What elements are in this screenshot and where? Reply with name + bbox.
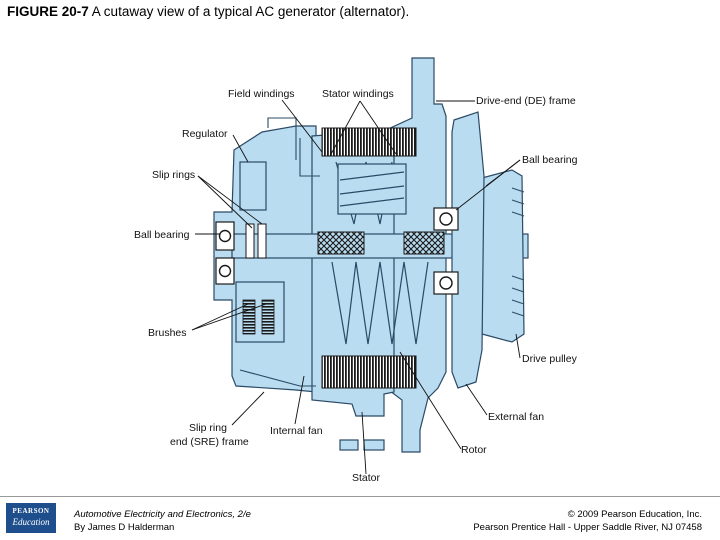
brush-spring-right	[261, 299, 275, 335]
copyright-text: © 2009 Pearson Education, Inc.	[567, 509, 702, 520]
label-rotor: Rotor	[461, 444, 487, 456]
label-external-fan: External fan	[488, 411, 544, 423]
label-drive-end-frame: Drive-end (DE) frame	[476, 95, 576, 107]
alternator-cutaway-diagram: Field windings Stator windings Drive-end…	[134, 57, 578, 484]
regulator-shape	[239, 161, 267, 211]
label-stator: Stator	[352, 472, 381, 484]
label-ball-bearing-left: Ball bearing	[134, 229, 190, 241]
label-regulator: Regulator	[182, 128, 228, 140]
publisher-text: Pearson Prentice Hall - Upper Saddle Riv…	[473, 522, 702, 533]
figure-caption: A cutaway view of a typical AC generator…	[91, 4, 410, 19]
label-ball-bearing-right: Ball bearing	[522, 154, 578, 166]
book-author: By James D Halderman	[74, 522, 175, 533]
label-internal-fan: Internal fan	[270, 425, 323, 437]
ball-bearing-sre	[215, 221, 235, 285]
stator-windings-lower	[321, 355, 417, 389]
ball-bearing-drive-end	[433, 207, 459, 295]
label-brushes: Brushes	[148, 327, 187, 339]
book-title: Automotive Electricity and Electronics, …	[74, 509, 251, 520]
external-fan-shape	[451, 111, 485, 389]
stator-windings-upper	[321, 127, 417, 157]
leader-lines	[191, 99, 521, 475]
logo-line2: Education	[12, 517, 50, 527]
label-slip-ring-frame-2: end (SRE) frame	[170, 436, 249, 448]
label-slip-ring-frame-1: Slip ring	[189, 422, 227, 434]
figure-title: FIGURE 20-7 A cutaway view of a typical …	[7, 4, 409, 19]
drive-pulley-shape	[481, 169, 525, 343]
footer-divider	[0, 496, 720, 497]
copyright-credit: © 2009 Pearson Education, Inc. Pearson P…	[473, 508, 702, 534]
pearson-logo: PEARSON Education	[6, 503, 56, 533]
figure-number: FIGURE 20-7	[7, 4, 89, 19]
rotor-field-right	[403, 231, 445, 255]
rotor-field-left	[317, 231, 365, 255]
label-drive-pulley: Drive pulley	[522, 353, 578, 365]
pulley-grooves	[511, 187, 525, 317]
label-field-windings: Field windings	[228, 88, 295, 100]
label-stator-windings: Stator windings	[322, 88, 394, 100]
label-slip-rings: Slip rings	[152, 169, 195, 181]
logo-line1: PEARSON	[12, 507, 50, 515]
rotor-claw-poles	[331, 161, 429, 345]
internal-wiring	[239, 117, 320, 387]
book-credit: Automotive Electricity and Electronics, …	[74, 508, 251, 534]
